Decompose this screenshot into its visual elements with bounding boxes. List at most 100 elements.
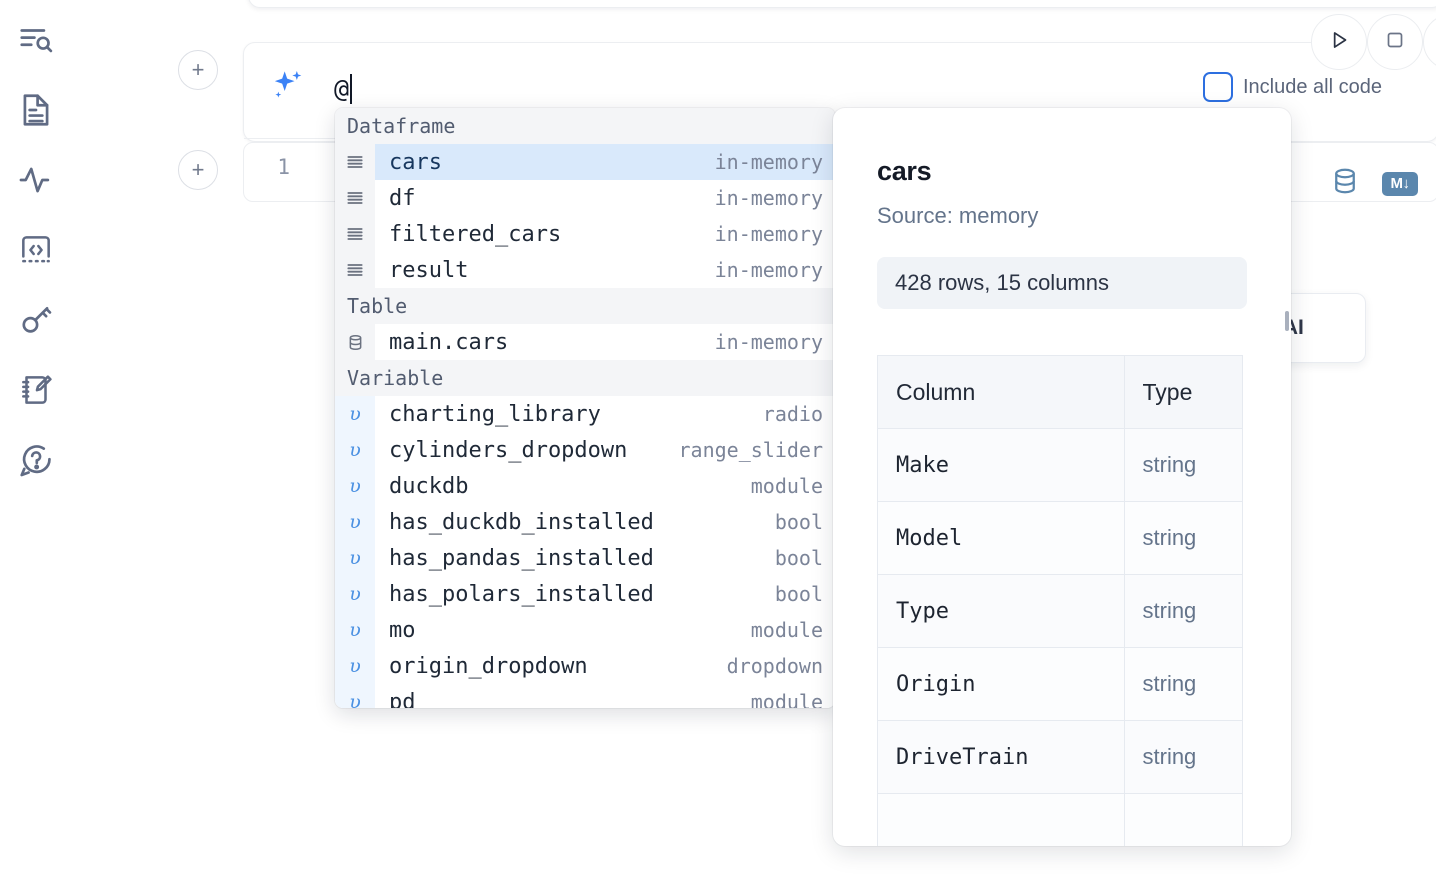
ai-prompt-value: @ xyxy=(334,73,353,104)
file-explorer-icon xyxy=(17,21,55,59)
add-cell-button-bottom[interactable]: + xyxy=(178,150,218,190)
variable-icon: υ xyxy=(335,576,375,612)
text-caret xyxy=(350,73,353,104)
notebook-edit-icon xyxy=(17,371,55,409)
autocomplete-item[interactable]: υ origin_dropdown dropdown xyxy=(335,648,835,684)
autocomplete-item-type: bool xyxy=(774,546,823,570)
table-icon xyxy=(335,324,375,360)
run-button[interactable] xyxy=(1311,14,1367,70)
previous-cell-card-edge xyxy=(248,0,1436,8)
plus-icon: + xyxy=(191,157,205,182)
database-icon[interactable] xyxy=(1330,166,1360,201)
schema-column-name: Origin xyxy=(877,647,1125,721)
autocomplete-item-type: module xyxy=(750,690,823,708)
autocomplete-group-header: Variable xyxy=(335,360,835,396)
autocomplete-item[interactable]: main.cars in-memory xyxy=(335,324,835,360)
add-cell-button-top[interactable]: + xyxy=(178,50,218,90)
schema-column-type: string xyxy=(1123,501,1243,575)
sidebar-item-scratchpad[interactable] xyxy=(14,368,58,412)
autocomplete-item-body: main.cars in-memory xyxy=(375,324,835,360)
autocomplete-group-header: Table xyxy=(335,288,835,324)
autocomplete-item-body: pd module xyxy=(375,684,835,709)
autocomplete-item[interactable]: υ has_duckdb_installed bool xyxy=(335,504,835,540)
autocomplete-group-header: Dataframe xyxy=(335,108,835,144)
variable-icon: υ xyxy=(335,504,375,540)
autocomplete-item-name: main.cars xyxy=(389,329,509,355)
variable-icon: υ xyxy=(335,684,375,708)
panel-scrollbar[interactable] xyxy=(1285,311,1289,331)
autocomplete-item-type: in-memory xyxy=(714,150,823,174)
autocomplete-item-type: bool xyxy=(774,582,823,606)
autocomplete-item-name: cars xyxy=(389,149,442,175)
schema-column-type: string xyxy=(1123,720,1243,794)
left-sidebar xyxy=(0,0,72,874)
markdown-icon[interactable]: M↓ xyxy=(1382,171,1418,196)
autocomplete-item-type: module xyxy=(750,474,823,498)
autocomplete-item-name: has_duckdb_installed xyxy=(389,509,654,535)
schema-column-name: Model xyxy=(877,501,1125,575)
schema-header-row: Column Type xyxy=(877,355,1243,429)
code-snippet-icon xyxy=(17,231,55,269)
autocomplete-item-body: origin_dropdown dropdown xyxy=(375,648,835,684)
include-all-code-row[interactable]: Include all code xyxy=(1203,72,1382,102)
autocomplete-item-type: radio xyxy=(762,402,823,426)
autocomplete-item-type: in-memory xyxy=(714,222,823,246)
sidebar-item-file-explorer[interactable] xyxy=(14,18,58,62)
stop-button[interactable] xyxy=(1367,14,1423,70)
schema-column-name: DriveTrain xyxy=(877,720,1125,794)
autocomplete-item-type: in-memory xyxy=(714,330,823,354)
autocomplete-item-body: cars in-memory xyxy=(375,144,835,180)
include-all-code-checkbox[interactable] xyxy=(1203,72,1233,102)
document-icon xyxy=(17,91,55,129)
autocomplete-item-name: has_polars_installed xyxy=(389,581,654,607)
sidebar-item-secrets[interactable] xyxy=(14,298,58,342)
autocomplete-item-type: bool xyxy=(774,510,823,534)
cell-action-icons: M↓ xyxy=(1330,166,1418,201)
autocomplete-item[interactable]: cars in-memory xyxy=(335,144,835,180)
dataset-source: Source: memory xyxy=(877,203,1039,228)
sidebar-item-activity[interactable] xyxy=(14,158,58,202)
ai-prompt-input[interactable]: @ xyxy=(244,43,1172,138)
variable-icon: υ xyxy=(335,432,375,468)
plus-icon: + xyxy=(191,57,205,82)
key-icon xyxy=(17,301,55,339)
autocomplete-item-name: duckdb xyxy=(389,473,469,499)
autocomplete-item-name: pd xyxy=(389,689,416,709)
autocomplete-item[interactable]: υ has_polars_installed bool xyxy=(335,576,835,612)
variable-icon: υ xyxy=(335,648,375,684)
autocomplete-item-name: origin_dropdown xyxy=(389,653,588,679)
autocomplete-item-type: dropdown xyxy=(726,654,823,678)
sidebar-item-snippets[interactable] xyxy=(14,228,58,272)
autocomplete-item-type: module xyxy=(750,618,823,642)
autocomplete-item-body: duckdb module xyxy=(375,468,835,504)
schema-column-type: string xyxy=(1123,428,1243,502)
autocomplete-item-body: has_polars_installed bool xyxy=(375,576,835,612)
variable-icon: υ xyxy=(335,612,375,648)
schema-column-type: string xyxy=(1123,574,1243,648)
include-all-code-label: Include all code xyxy=(1243,75,1382,98)
schema-column-name: Make xyxy=(877,428,1125,502)
sidebar-item-help[interactable] xyxy=(14,438,58,482)
dataset-info-panel: cars Source: memory 428 rows, 15 columns… xyxy=(833,108,1291,846)
variable-icon: υ xyxy=(335,468,375,504)
dataframe-icon xyxy=(335,252,375,288)
sidebar-item-documentation[interactable] xyxy=(14,88,58,132)
